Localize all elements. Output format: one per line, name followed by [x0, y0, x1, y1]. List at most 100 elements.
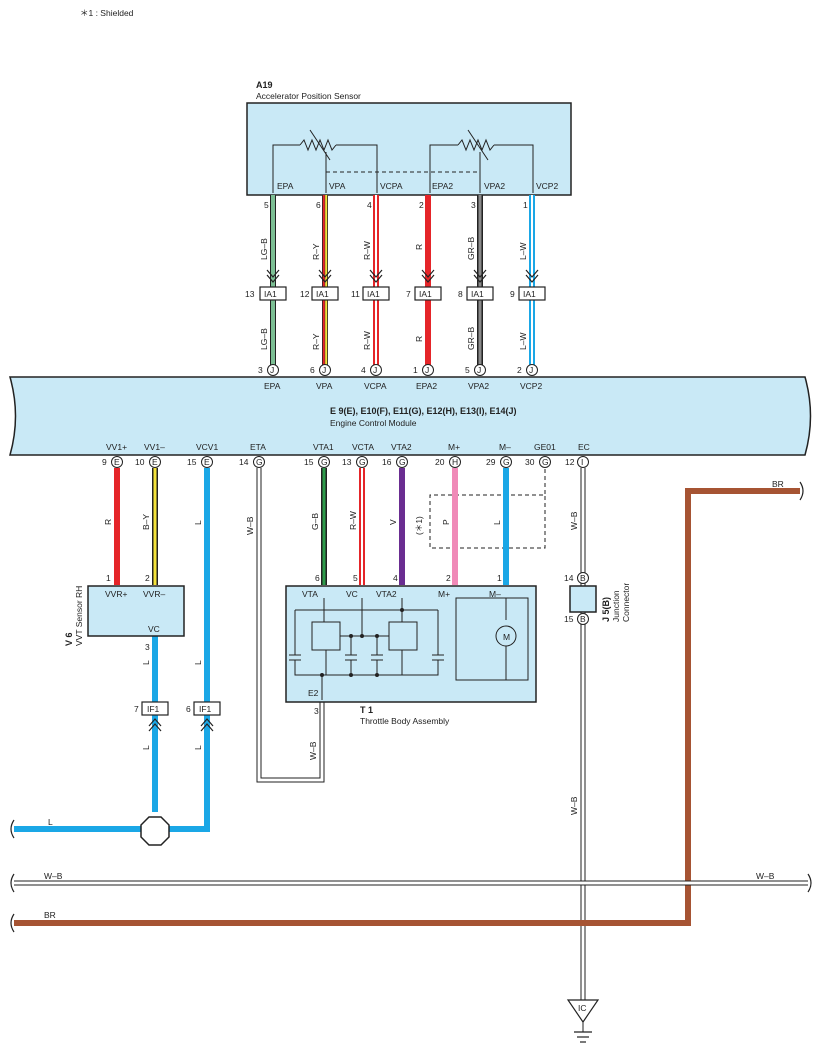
ecm-top-label-vcpa: VCPA	[364, 381, 387, 391]
a19-num-2: 2	[419, 200, 424, 210]
wire-r-vv1p: R	[103, 519, 113, 525]
ecm-bottom-labels: VV1+ VV1– VCV1 ETA VTA1 VCTA VTA2 M+ M– …	[106, 442, 590, 452]
ecm-num-30: 30	[525, 457, 535, 467]
ecm-top-conn-3: J	[373, 365, 377, 375]
j5-name-1: Junction	[611, 590, 621, 622]
a19-num-5: 5	[264, 200, 269, 210]
wire-w-b-ec-2: W–B	[569, 796, 579, 815]
wire-l-vcv1: L	[193, 520, 203, 525]
a19-code: A19	[256, 80, 273, 90]
wire-r-y-top: R–Y	[311, 243, 321, 260]
ecm-label-vcta: VCTA	[352, 442, 374, 452]
t1-name: Throttle Body Assembly	[360, 716, 450, 726]
ecm-name: Engine Control Module	[330, 418, 417, 428]
ecm-num-12: 12	[565, 457, 575, 467]
ecm-top-conn-4: J	[425, 365, 429, 375]
ecm-top-conn-2: J	[322, 365, 326, 375]
wire-lg-b-bottom: LG–B	[259, 328, 269, 350]
ecm-num-14: 14	[239, 457, 249, 467]
bus-wb-left: W–B	[44, 871, 63, 881]
ecm-label-vta2: VTA2	[391, 442, 412, 452]
wire-lg-b-top: LG–B	[259, 238, 269, 260]
ia1-labels: IA1 IA1 IA1 IA1 IA1 IA1 13 12 11 7 8 9	[245, 289, 536, 299]
j5-connector	[569, 572, 597, 625]
ecm-conn-4: G	[256, 457, 263, 467]
a19-body	[246, 102, 572, 196]
v6-num-1: 1	[106, 573, 111, 583]
ecm-wire-annotations: R B–Y L W–B G–B R–W V (＊1) P L W–B BR L …	[103, 479, 784, 815]
v6-body	[87, 585, 185, 637]
a19-pin-vcp2: VCP2	[536, 181, 558, 191]
v6-pin-vvrm: VVR–	[143, 589, 165, 599]
t1-labels: VTA VC VTA2 M+ M– E2 M 6 5 4 2 1 3 T 1 T…	[302, 573, 510, 726]
j5-conn-bottom: B	[580, 614, 586, 624]
ecm-num-20: 20	[435, 457, 445, 467]
ecm-num-15g: 15	[304, 457, 314, 467]
t1-pin-mm: M–	[489, 589, 501, 599]
t1-pin-e2: E2	[308, 688, 319, 698]
ia1-label-2: IA1	[316, 289, 329, 299]
wire-l-w-bottom: L–W	[518, 333, 528, 350]
a19-wire-annotations: 5 6 4 2 3 1 LG–B R–Y R–W R GR–B L–W LG–B…	[259, 200, 528, 350]
t1-body	[285, 585, 537, 703]
ecm-num-10: 10	[135, 457, 145, 467]
t1-internal-circuit	[289, 597, 529, 700]
ecm-num-9: 9	[102, 457, 107, 467]
ia1-num-11: 11	[351, 289, 360, 299]
wire-l-mm: L	[492, 520, 502, 525]
t1-num-6: 6	[315, 573, 320, 583]
if1-num-6: 6	[186, 704, 191, 714]
ecm-top-num-5: 5	[465, 365, 470, 375]
t1-num-4: 4	[393, 573, 398, 583]
ecm-conn-9: G	[503, 457, 510, 467]
wire-l-v6-1: L	[141, 660, 151, 665]
a19-num-3: 3	[471, 200, 476, 210]
ecm-top-conn-6: J	[529, 365, 533, 375]
ecm-conn-10: G	[542, 457, 549, 467]
t1-junction-dots	[320, 608, 404, 677]
junction-octagon	[140, 816, 170, 846]
t1-pin-vc: VC	[346, 589, 358, 599]
ia1-num-9: 9	[510, 289, 515, 299]
t1-code: T 1	[360, 705, 373, 715]
wire-w-b-ec: W–B	[569, 511, 579, 530]
t1-num-2: 2	[446, 573, 451, 583]
ia1-num-8: 8	[458, 289, 463, 299]
ia1-label-5: IA1	[471, 289, 484, 299]
ia1-num-7: 7	[406, 289, 411, 299]
ecm-bottom-terminals: E E E G G G G H G G I 9 10 15 14 15 13 1…	[102, 456, 589, 468]
ia1-num-12: 12	[300, 289, 310, 299]
wire-shield-note: (＊1)	[414, 516, 424, 535]
a19-num-6: 6	[316, 200, 321, 210]
j5-num-15: 15	[564, 614, 574, 624]
ecm-conn-1: E	[114, 457, 120, 467]
t1-pin-mp: M+	[438, 589, 450, 599]
wire-w-b-eta: W–B	[245, 516, 255, 535]
ecm-top-conn-1: J	[270, 365, 274, 375]
j5-labels: B B 14 15 J 5(B) Junction Connector	[564, 573, 631, 624]
wire-b-y-vv1m: B–Y	[141, 514, 151, 530]
ecm-label-eta: ETA	[250, 442, 266, 452]
ecm-conn-6: G	[359, 457, 366, 467]
t1-pin-vta: VTA	[302, 589, 318, 599]
a19-internal-circuit	[272, 129, 534, 193]
ecm-top-num-4: 4	[361, 365, 366, 375]
a19-num-1: 1	[523, 200, 528, 210]
motor-symbol: M	[503, 632, 510, 642]
t1-num-1: 1	[497, 573, 502, 583]
ia1-label-6: IA1	[523, 289, 536, 299]
ecm-conn-11: I	[581, 457, 583, 467]
t1-num-5: 5	[353, 573, 358, 583]
v6-labels: VVR+ VVR– VC 1 2 3 V 6 VVT Sensor RH	[64, 573, 165, 652]
ecm-num-16: 16	[382, 457, 392, 467]
ecm-top-conn-5: J	[477, 365, 481, 375]
ecm-top-terminals: J J J J J J 3 6 4 1 5 2 EPA VPA VCPA EPA…	[258, 364, 542, 391]
v6-num-2: 2	[145, 573, 150, 583]
if1-connectors	[141, 701, 221, 732]
ecm-conn-3: E	[204, 457, 210, 467]
ecm-label-mp: M+	[448, 442, 460, 452]
wire-g-b-vta1: G–B	[310, 513, 320, 530]
bus-labels: W–B W–B BR	[44, 871, 775, 920]
ground-symbol	[566, 999, 600, 1043]
if1-label-2: IF1	[199, 704, 212, 714]
